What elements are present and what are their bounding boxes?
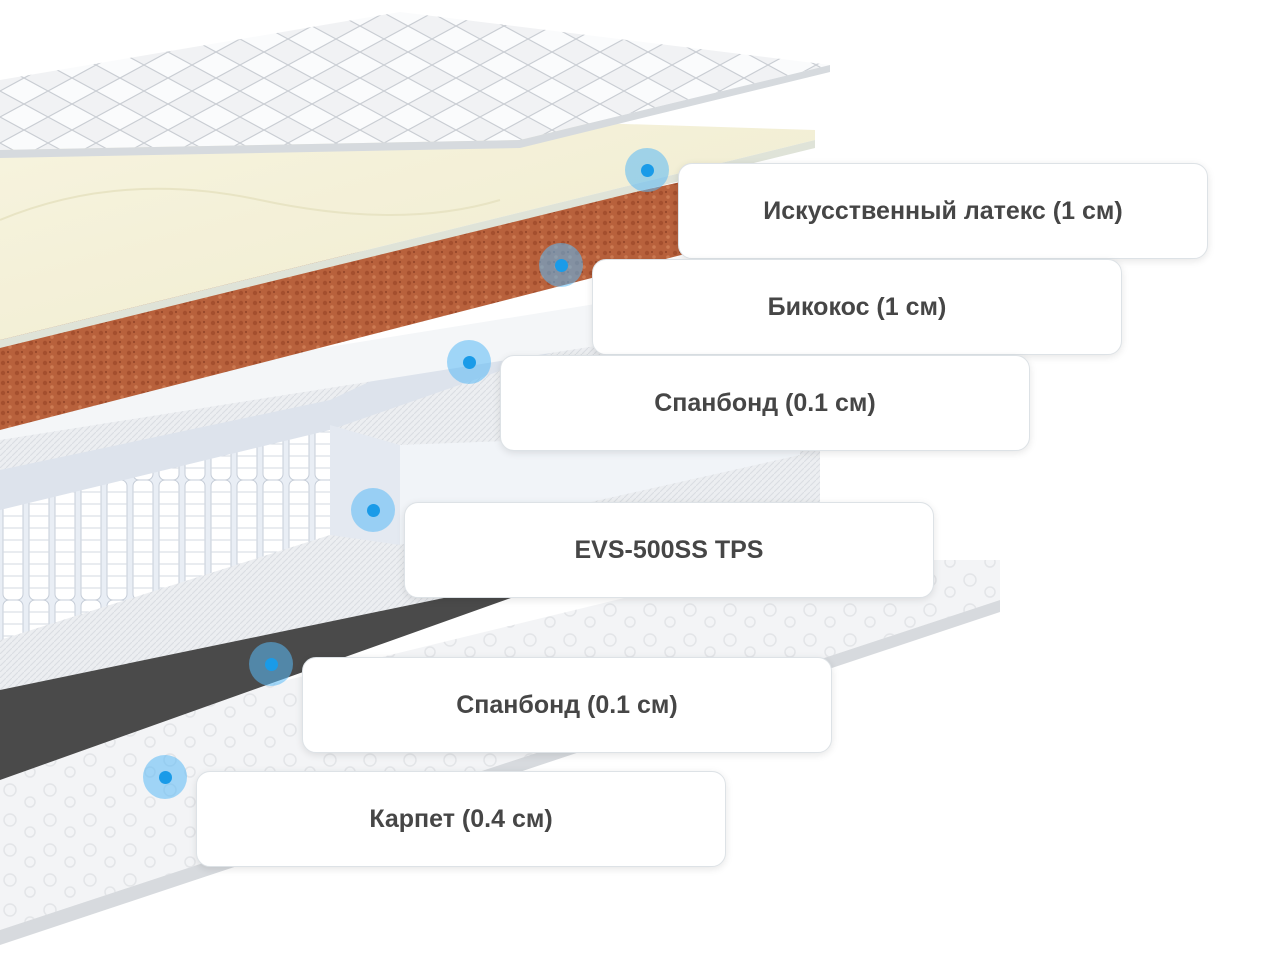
layer-label: Спанбонд (0.1 см)	[456, 690, 678, 719]
layer-hotspot-marker[interactable]	[351, 488, 395, 532]
layer-label: Карпет (0.4 см)	[369, 804, 553, 833]
coconut-layer-shape	[0, 180, 720, 430]
layer-hotspot-marker[interactable]	[143, 755, 187, 799]
layer-hotspot-marker[interactable]	[539, 243, 583, 287]
layer-label-card: Спанбонд (0.1 см)	[302, 657, 832, 753]
layer-label-card: Карпет (0.4 см)	[196, 771, 726, 867]
layer-hotspot-marker[interactable]	[625, 148, 669, 192]
marker-dot	[366, 503, 380, 517]
marker-dot	[158, 770, 172, 784]
layer-label-card: EVS-500SS TPS	[404, 502, 934, 598]
marker-dot	[640, 163, 654, 177]
marker-dot	[554, 258, 568, 272]
layer-label: Спанбонд (0.1 см)	[654, 388, 876, 417]
quilted-cover-shape	[0, 12, 830, 150]
marker-dot	[462, 355, 476, 369]
marker-dot	[264, 657, 278, 671]
layer-label-card: Бикокос (1 см)	[592, 259, 1122, 355]
layer-hotspot-marker[interactable]	[249, 642, 293, 686]
spring-block-shape	[0, 425, 330, 640]
latex-layer-shape	[0, 110, 815, 340]
layer-label: EVS-500SS TPS	[574, 535, 764, 564]
layer-label: Бикокос (1 см)	[767, 292, 947, 321]
layer-hotspot-marker[interactable]	[447, 340, 491, 384]
spunbond-top-shape	[0, 300, 760, 440]
layer-label-card: Спанбонд (0.1 см)	[500, 355, 1030, 451]
layer-label: Искусственный латекс (1 см)	[763, 196, 1123, 225]
layer-label-card: Искусственный латекс (1 см)	[678, 163, 1208, 259]
